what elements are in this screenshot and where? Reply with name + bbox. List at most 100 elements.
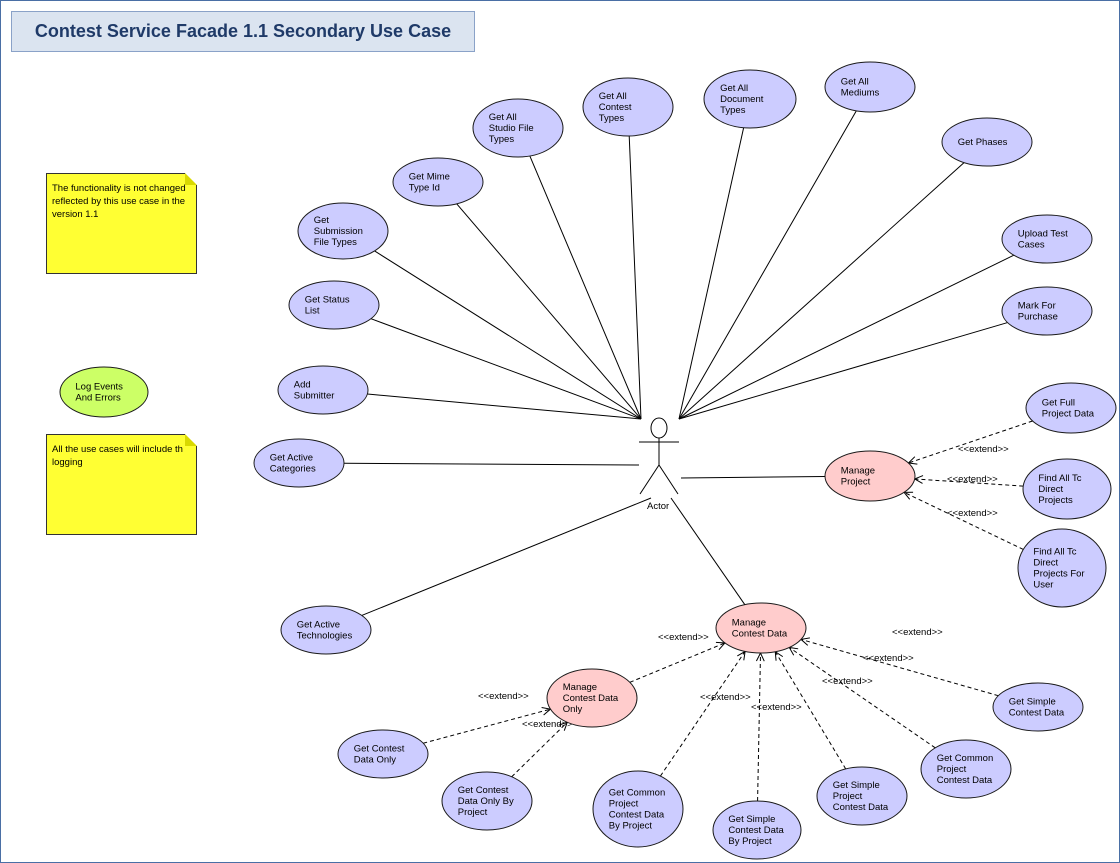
association-line-get-all-studio-file-types bbox=[529, 155, 642, 420]
use-case-label: Get All bbox=[720, 83, 748, 94]
use-case-label: Manage bbox=[841, 466, 875, 477]
actor-right-leg bbox=[658, 464, 679, 495]
use-case-label: Mediums bbox=[841, 88, 880, 99]
association-line-manage-project bbox=[680, 475, 826, 479]
use-case-label: Get Simple bbox=[833, 780, 880, 791]
use-case-label: Types bbox=[599, 113, 625, 124]
use-case-ellipse bbox=[1001, 286, 1093, 336]
extend-relations: <<extend>><<extend>><<extend>><<extend>>… bbox=[423, 420, 1033, 802]
use-case-label: Contest Data bbox=[728, 825, 784, 836]
use-case-label: Get All bbox=[841, 77, 869, 88]
use-case-get-phases: Get Phases bbox=[941, 117, 1033, 167]
extend-line bbox=[659, 651, 746, 777]
use-case-label: Types bbox=[489, 134, 515, 145]
use-case-label: Get Contest bbox=[354, 744, 405, 755]
use-case-label: Project bbox=[609, 799, 639, 810]
use-case-label: Get Phases bbox=[958, 137, 1008, 148]
extend-relation-get-contest-data-only-by-project: <<extend>> bbox=[511, 719, 573, 778]
note-functionality-text: The functionality is not changed reflect… bbox=[52, 183, 186, 220]
note-logging: All the use cases will include th loggin… bbox=[46, 434, 197, 535]
use-case-ellipse bbox=[1022, 458, 1112, 520]
extend-line bbox=[908, 420, 1033, 464]
extend-label: <<extend>> bbox=[947, 474, 998, 485]
use-case-label: Document bbox=[720, 94, 764, 105]
use-case-label: Project bbox=[937, 764, 967, 775]
extend-line bbox=[903, 491, 1024, 550]
use-case-label: Project bbox=[458, 807, 488, 818]
extend-label: <<extend>> bbox=[700, 692, 751, 703]
use-case-ellipse bbox=[824, 61, 916, 113]
association-line-add-submitter bbox=[367, 393, 642, 420]
use-case-label: Technologies bbox=[297, 631, 353, 642]
use-case-ellipse bbox=[288, 280, 380, 330]
use-case-label: Get Status bbox=[305, 295, 350, 306]
actor: Actor bbox=[639, 417, 679, 512]
use-case-label: Contest Data bbox=[833, 802, 889, 813]
use-case-label: Type Id bbox=[409, 183, 440, 194]
use-case-label: Find All Tc bbox=[1033, 547, 1076, 558]
actor-left-leg bbox=[639, 464, 660, 495]
extend-line bbox=[423, 708, 551, 744]
extend-relation-get-common-project-contest-data-by-project: <<extend>> bbox=[659, 650, 751, 777]
use-case-ellipse bbox=[941, 117, 1033, 167]
extend-relation-find-all-tc-direct-projects-for-user: <<extend>> bbox=[903, 491, 1024, 550]
use-case-label: Submitter bbox=[294, 391, 335, 402]
use-case-label: List bbox=[305, 306, 320, 317]
extend-label: <<extend>> bbox=[478, 691, 529, 702]
extend-label: <<extend>> bbox=[658, 632, 709, 643]
extend-label: <<extend>> bbox=[958, 444, 1009, 455]
use-case-ellipse bbox=[280, 605, 372, 655]
extend-label: <<extend>> bbox=[751, 702, 802, 713]
use-case-label: Project Data bbox=[1042, 409, 1095, 420]
extend-line bbox=[788, 647, 936, 749]
association-line-get-active-categories bbox=[343, 462, 640, 466]
use-case-label: Mark For bbox=[1018, 301, 1056, 312]
use-case-ellipse bbox=[297, 202, 389, 260]
extend-relation-manage-contest-data-only: <<extend>> bbox=[629, 632, 726, 683]
use-case-ellipse bbox=[472, 98, 564, 158]
use-case-label: Get Common bbox=[609, 788, 666, 799]
actor-label: Actor bbox=[647, 501, 669, 512]
association-line-get-status-list bbox=[370, 318, 642, 420]
association-line-get-active-technologies bbox=[361, 497, 652, 616]
extend-arrowhead bbox=[907, 456, 918, 465]
use-case-label: Upload Test bbox=[1018, 229, 1068, 240]
use-case-label: Log Events bbox=[75, 382, 123, 393]
use-case-ellipse bbox=[1017, 528, 1107, 608]
use-case-label: Get Full bbox=[1042, 398, 1075, 409]
extend-line bbox=[757, 652, 762, 802]
use-case-label: File Types bbox=[314, 237, 357, 248]
use-case-ellipse bbox=[715, 602, 807, 654]
use-case-ellipse bbox=[703, 69, 797, 129]
association-line-get-all-contest-types bbox=[628, 135, 642, 420]
use-case-label: Purchase bbox=[1018, 312, 1058, 323]
use-case-label: Contest bbox=[599, 102, 632, 113]
actor-head bbox=[650, 417, 668, 439]
extend-line bbox=[511, 721, 568, 778]
extend-relation-get-full-project-data: <<extend>> bbox=[907, 420, 1033, 465]
extend-arrowhead bbox=[903, 491, 914, 500]
note-functionality: The functionality is not changed reflect… bbox=[46, 173, 197, 274]
extend-relation-get-contest-data-only: <<extend>> bbox=[423, 691, 552, 744]
use-case-label: Projects bbox=[1038, 495, 1073, 506]
note-logging-text: All the use cases will include th loggin… bbox=[52, 444, 183, 468]
use-case-ellipse bbox=[337, 729, 429, 779]
use-case-ellipse bbox=[59, 366, 149, 418]
use-case-label: Add bbox=[294, 380, 311, 391]
use-case-label: Categories bbox=[270, 464, 316, 475]
